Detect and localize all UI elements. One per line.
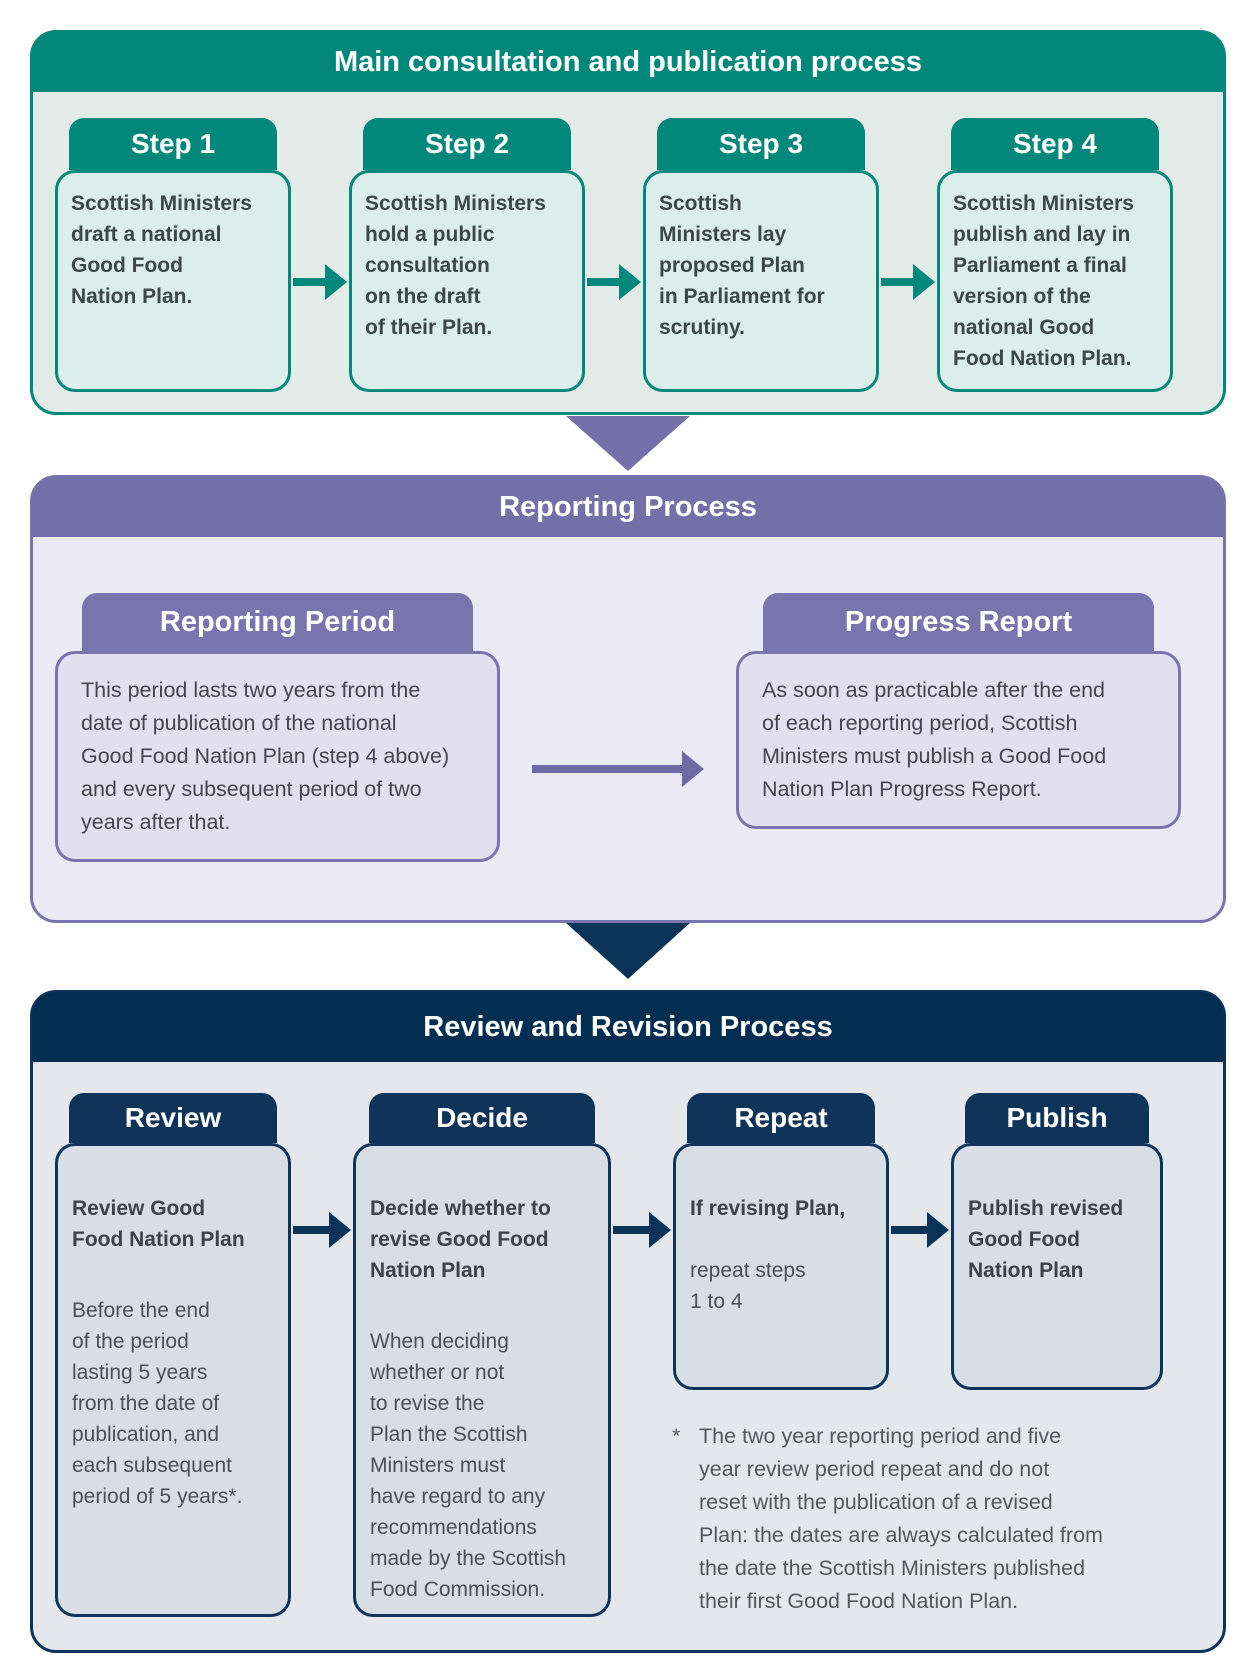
decide-box-text: When deciding whether or not to revise t… [370,1330,567,1601]
review-row: Review Review Good Food Nation Plan Befo… [33,1062,1223,1617]
progress-report-column: Progress Report As soon as practicable a… [736,593,1181,862]
progress-report-tab: Progress Report [763,593,1154,651]
repeat-column: Repeat If revising Plan, repeat steps 1 … [673,1093,889,1617]
step-2-column: Step 2 Scottish Ministers hold a public … [349,118,585,392]
reporting-row: Reporting Period This period lasts two y… [33,537,1223,862]
step-1-column: Step 1 Scottish Ministers draft a nation… [55,118,291,392]
reporting-period-column: Reporting Period This period lasts two y… [55,593,500,862]
section-reporting-header: Reporting Process [32,477,1224,537]
main-steps-row: Step 1 Scottish Ministers draft a nation… [33,92,1223,392]
progress-report-box: As soon as practicable after the end of … [736,651,1181,829]
repeat-box-text: repeat steps 1 to 4 [690,1259,806,1313]
step-1-tab: Step 1 [69,118,277,170]
review-box-heading: Review Good Food Nation Plan [72,1197,245,1251]
review-column: Review Review Good Food Nation Plan Befo… [55,1093,291,1617]
section-review-header: Review and Revision Process [32,992,1224,1062]
publish-box-heading: Publish revised Good Food Nation Plan [968,1197,1124,1282]
publish-tab: Publish [965,1093,1149,1143]
decide-box: Decide whether to revise Good Food Natio… [353,1143,611,1617]
decide-box-heading: Decide whether to revise Good Food Natio… [370,1197,551,1282]
arrow-right-icon [611,1212,673,1617]
arrow-right-icon [291,264,349,392]
step-3-column: Step 3 Scottish Ministers lay proposed P… [643,118,879,392]
arrow-right-icon [879,264,937,392]
arrow-down-icon [566,416,690,471]
step-2-box: Scottish Ministers hold a public consult… [349,170,585,392]
repeat-box: If revising Plan, repeat steps 1 to 4 [673,1143,889,1390]
section-review-revision-process: Review and Revision Process Review Revie… [30,990,1226,1653]
section-main-process: Main consultation and publication proces… [30,30,1226,415]
decide-tab: Decide [369,1093,595,1143]
step-3-tab: Step 3 [657,118,865,170]
repeat-tab: Repeat [687,1093,875,1143]
arrow-right-icon [585,264,643,392]
reporting-period-box: This period lasts two years from the dat… [55,651,500,862]
repeat-box-heading: If revising Plan, [690,1197,846,1220]
review-tab: Review [69,1093,277,1143]
step-1-box: Scottish Ministers draft a national Good… [55,170,291,392]
step-3-box: Scottish Ministers lay proposed Plan in … [643,170,879,392]
footnote-text: The two year reporting period and five y… [699,1424,1103,1613]
footnote: * The two year reporting period and five… [672,1420,1160,1618]
step-4-box: Scottish Ministers publish and lay in Pa… [937,170,1173,392]
arrow-down-icon [566,923,690,979]
decide-column: Decide Decide whether to revise Good Foo… [353,1093,611,1617]
step-4-column: Step 4 Scottish Ministers publish and la… [937,118,1173,392]
arrow-right-icon [889,1212,951,1617]
section-reporting-process: Reporting Process Reporting Period This … [30,475,1226,923]
review-box-text: Before the end of the period lasting 5 y… [72,1299,243,1508]
footnote-asterisk: * [672,1424,681,1448]
publish-box: Publish revised Good Food Nation Plan [951,1143,1163,1390]
arrow-right-icon [291,1212,353,1617]
reporting-period-tab: Reporting Period [82,593,473,651]
publish-column: Publish Publish revised Good Food Nation… [951,1093,1163,1617]
step-4-tab: Step 4 [951,118,1159,170]
arrow-right-icon [500,751,736,862]
section-review-title: Review and Revision Process [423,1010,833,1043]
review-box: Review Good Food Nation Plan Before the … [55,1143,291,1617]
step-2-tab: Step 2 [363,118,571,170]
section-reporting-title: Reporting Process [499,490,757,523]
section-main-header: Main consultation and publication proces… [32,32,1224,92]
section-main-title: Main consultation and publication proces… [333,45,923,78]
